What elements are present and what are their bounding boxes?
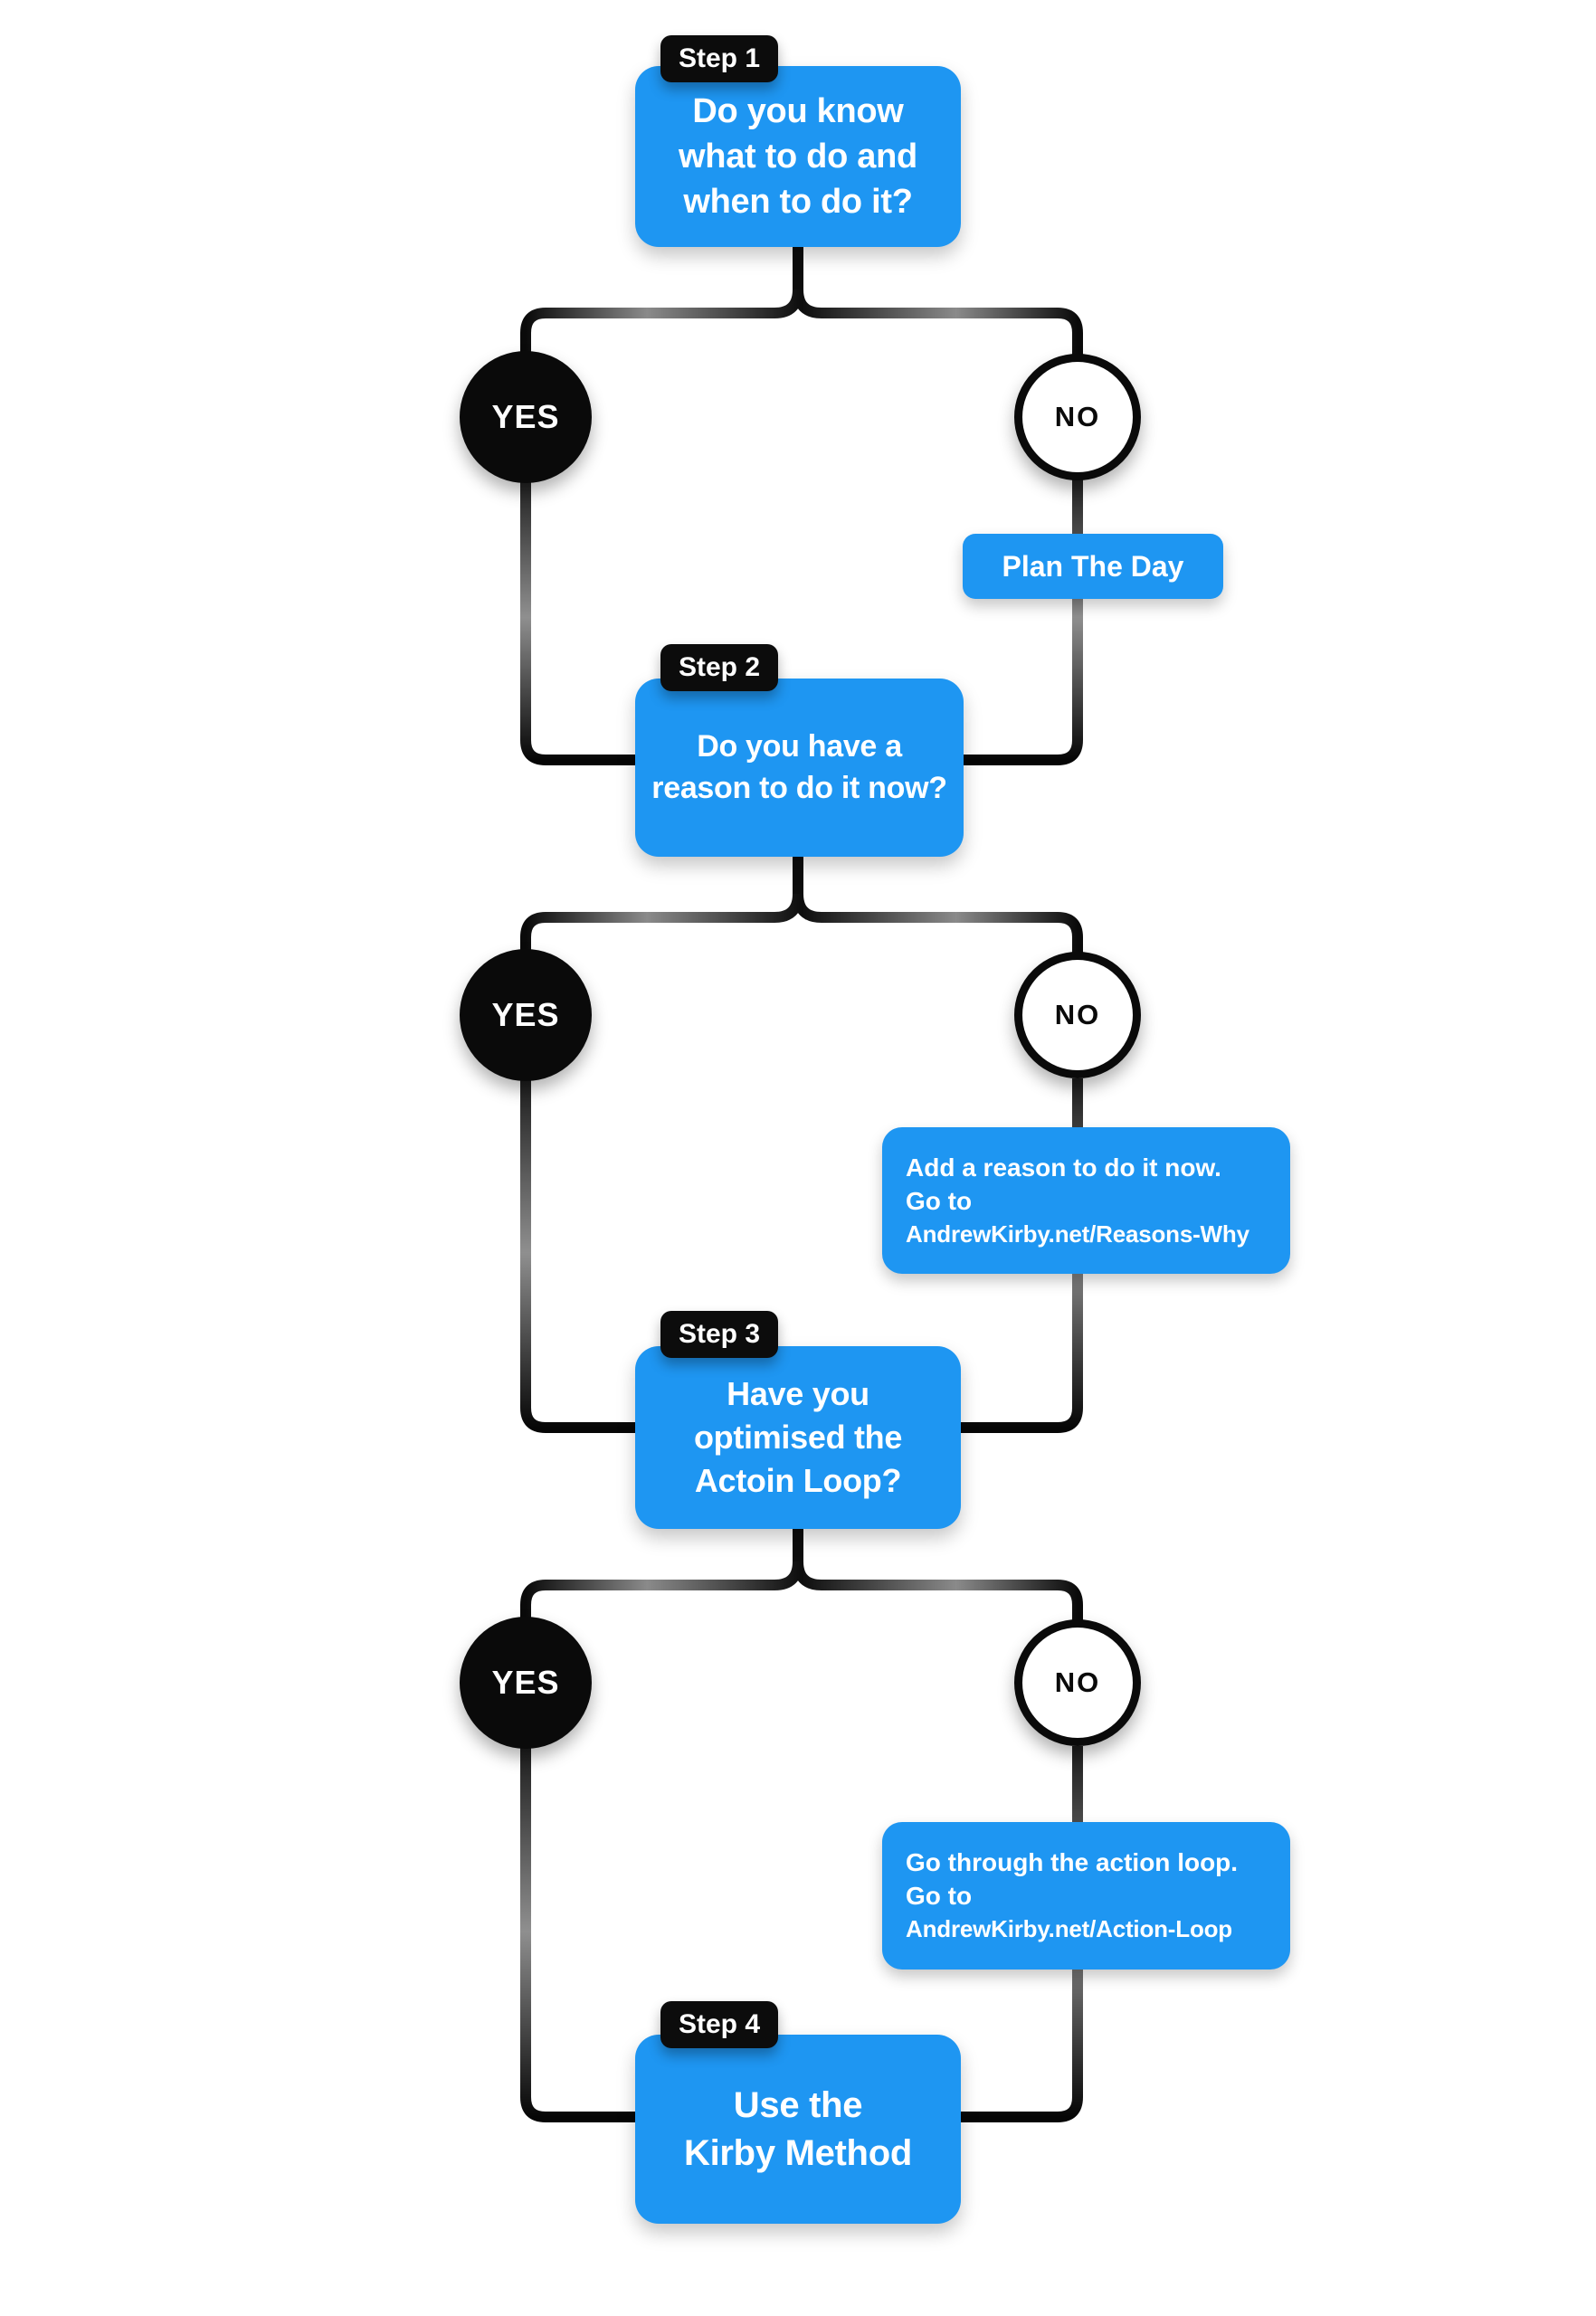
reasons-why-line-2: Go to: [906, 1186, 973, 1215]
plan-the-day-box: Plan The Day: [963, 534, 1223, 599]
step-4-badge: Step 4: [660, 2001, 779, 2048]
step-2-badge: Step 2: [660, 644, 779, 691]
no-circle-2: NO: [1014, 952, 1141, 1078]
reasons-why-note-box: Add a reason to do it now. Go to AndrewK…: [882, 1127, 1290, 1274]
yes-circle-2: YES: [460, 949, 592, 1081]
step-3-badge: Step 3: [660, 1311, 779, 1358]
action-loop-line-1: Go through the action loop.: [906, 1848, 1239, 1877]
action-loop-line-2: Go to: [906, 1882, 973, 1911]
action-loop-note-box: Go through the action loop. Go to Andrew…: [882, 1822, 1290, 1970]
no-circle-3: NO: [1014, 1619, 1141, 1746]
step-3-question-box: Have you optimised the Actoin Loop?: [635, 1346, 961, 1529]
reasons-why-line-1: Add a reason to do it now.: [906, 1153, 1221, 1182]
step-1-question-box: Do you know what to do and when to do it…: [635, 66, 961, 247]
reasons-why-url: AndrewKirby.net/Reasons-Why: [906, 1220, 1249, 1248]
no-circle-1: NO: [1014, 354, 1141, 480]
step-2-question-box: Do you have a reason to do it now?: [635, 679, 964, 857]
yes-circle-3: YES: [460, 1617, 592, 1749]
step-1-badge: Step 1: [660, 35, 779, 82]
yes-circle-1: YES: [460, 351, 592, 483]
step-4-result-box: Use the Kirby Method: [635, 2035, 961, 2224]
action-loop-url: AndrewKirby.net/Action-Loop: [906, 1915, 1232, 1943]
